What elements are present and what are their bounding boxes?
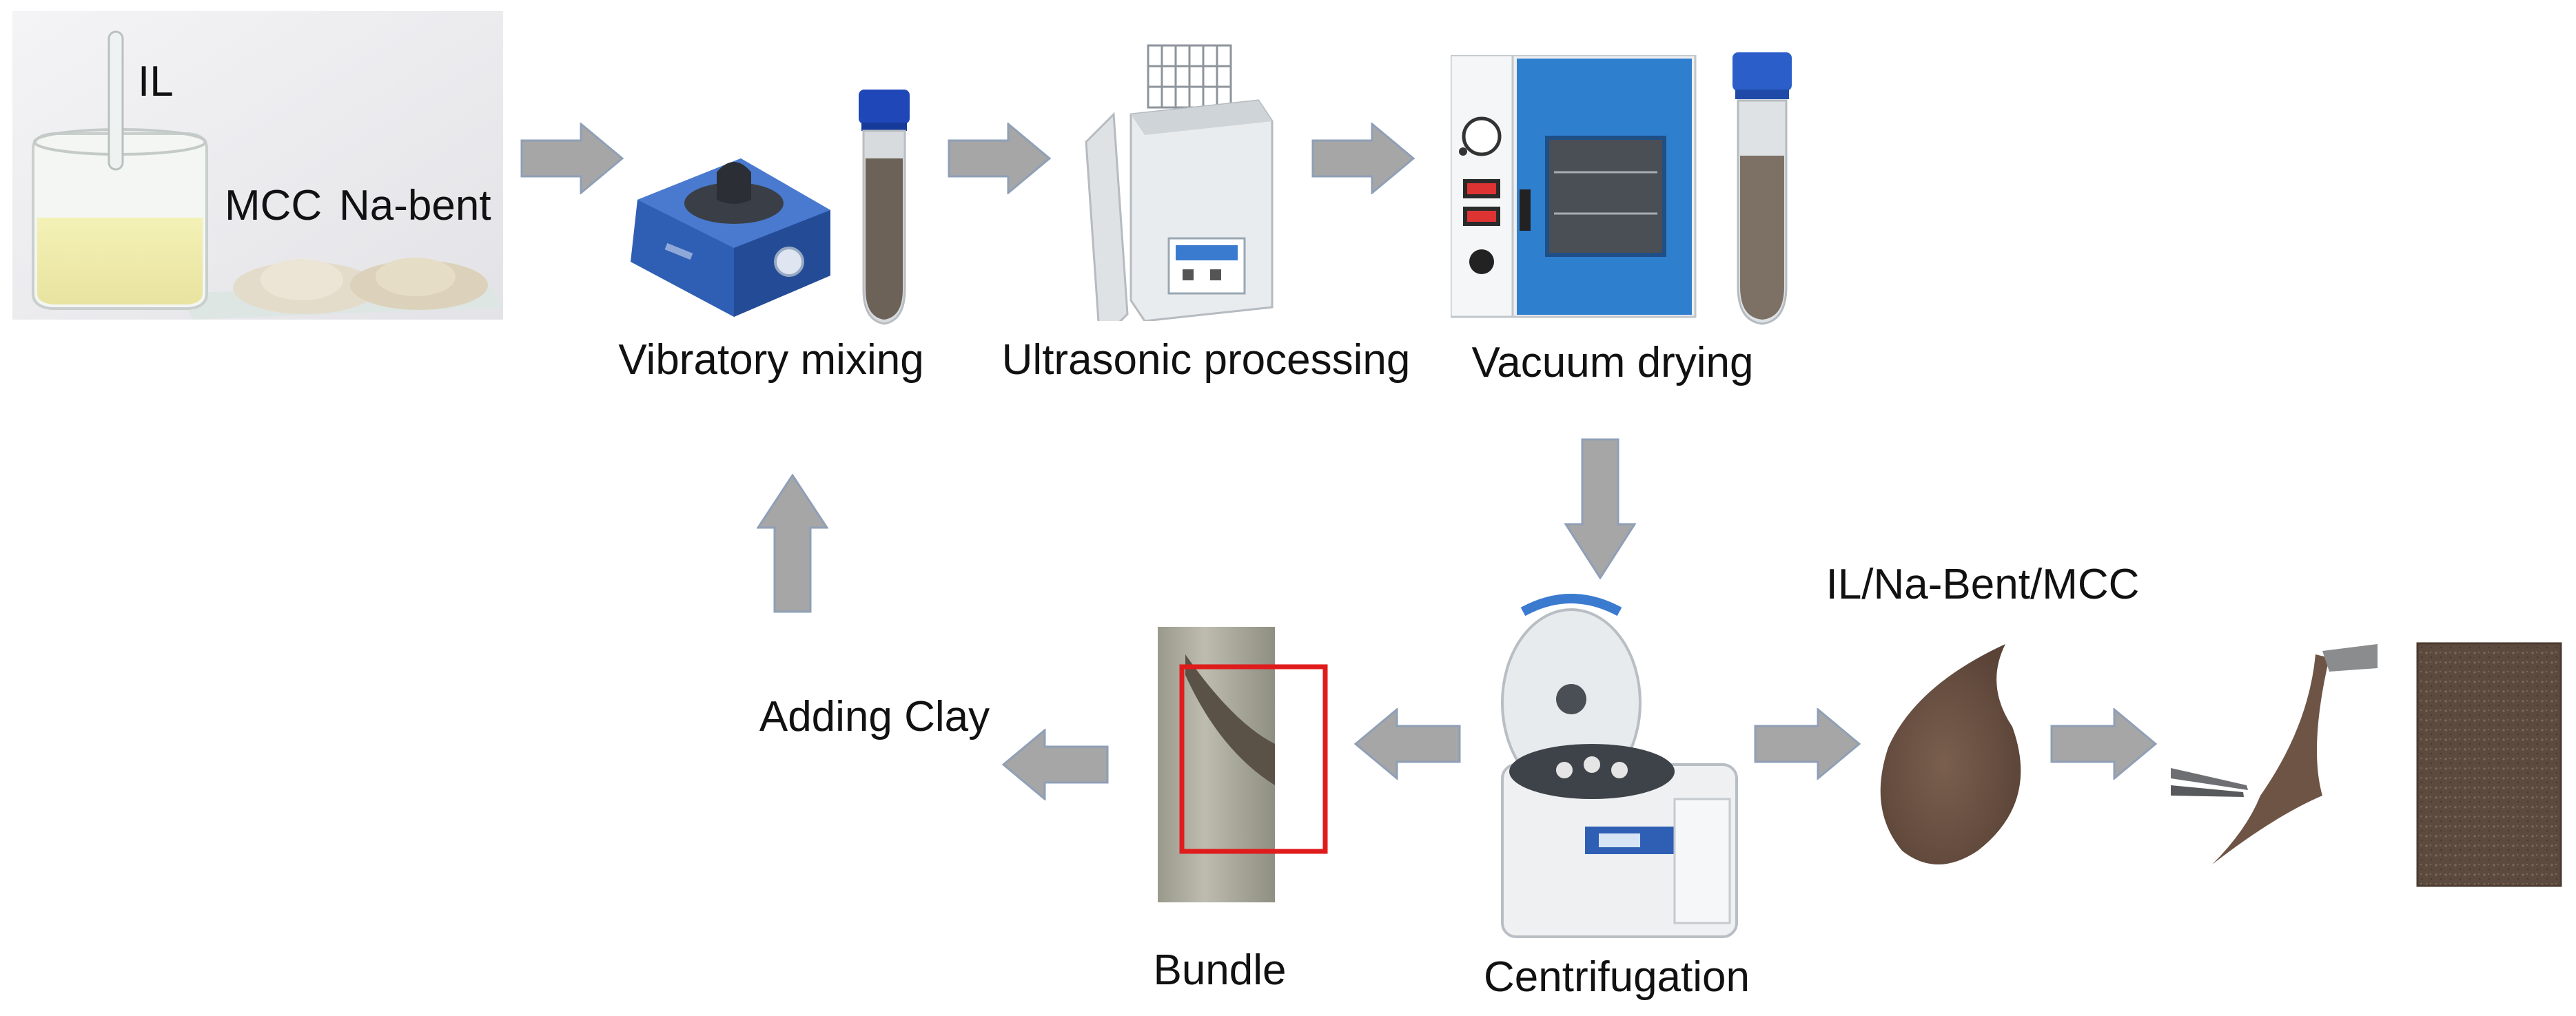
centrifuge-illustration [1501,594,1738,938]
vibratory-mixing-label: Vibratory mixing [618,336,924,384]
raw-materials-photo [12,11,503,320]
arrow-right-4 [1754,708,1861,780]
arrow-left-1 [1002,729,1109,800]
ultrasonic-processing-label: Ultrasonic processing [1001,336,1411,384]
bundle-label: Bundle [1153,946,1287,994]
product-label: IL/Na-Bent/MCC [1826,561,2140,608]
highlight-box [1179,664,1328,854]
arrow-right-1 [520,123,624,194]
arrow-left-2 [1354,708,1461,780]
vacuum-drying-label: Vacuum drying [1471,339,1754,386]
dried-sample-tube [1732,52,1792,325]
vacuum-oven-illustration [1451,55,1697,318]
vortex-mixer-illustration [631,158,830,317]
gel-drop-photo [1880,644,2021,864]
arrow-right-5 [2050,708,2157,780]
arrow-right-3 [1311,123,1415,194]
ultrasonic-bath-illustration [1085,44,1274,321]
arrow-right-2 [948,123,1051,194]
na-bent-label: Na-bent [339,182,491,229]
adding-clay-label: Adding Clay [759,693,990,740]
arrow-up [757,474,828,613]
tweezer-film-photo [2171,644,2378,864]
film-sample-photo [2416,642,2562,887]
centrifugation-label: Centrifugation [1483,953,1750,1001]
arrow-down [1564,438,1636,579]
mcc-label: MCC [225,182,323,229]
bundle-photo [1158,627,1328,902]
mixed-sample-tube [859,90,910,325]
il-label: IL [138,58,174,105]
